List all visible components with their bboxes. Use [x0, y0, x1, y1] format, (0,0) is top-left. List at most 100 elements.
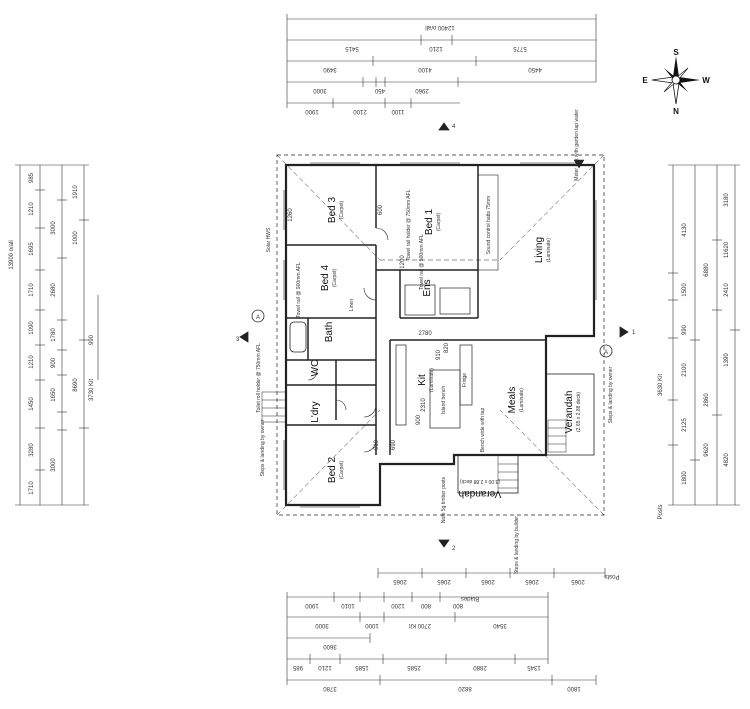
- room-bed3: Bed 3: [327, 196, 338, 223]
- dim-left-c3-1: 1000: [73, 231, 79, 245]
- room-bed4-floor: (Carpet): [332, 268, 338, 287]
- note-steps-right: Steps & landing by owner: [608, 366, 614, 423]
- note-towel-rail: Towel rail @ 500mm AFL: [419, 234, 425, 290]
- room-labels: Bed 3 (Carpet) Bed 1 (Carpet) Living (La…: [310, 196, 582, 499]
- room-verandah-side-floor: (2.65 x 2.88 deck): [576, 392, 582, 432]
- dim-right-posts: Posts: [658, 504, 664, 519]
- dim-bottom-r2-1: 1010: [341, 602, 355, 608]
- dim-1200: 1200: [400, 255, 406, 269]
- dim-right-c3-0: 4130: [682, 223, 688, 237]
- room-bed3-floor: (Carpet): [339, 200, 345, 219]
- dim-bottom-r5-4: 2880: [473, 664, 487, 670]
- compass-rose: [651, 56, 700, 105]
- dim-right-c3-4: 2125: [682, 418, 688, 432]
- dim-top-r5-2: 1100: [391, 108, 405, 114]
- top-dimensions: [286, 14, 597, 108]
- compass-w: W: [702, 76, 710, 85]
- dim-bottom-r2-4: 800: [452, 602, 463, 608]
- dim-bottom-r2-0: 1900: [305, 602, 319, 608]
- note-meter-box: Meter box with garden tap water: [574, 109, 580, 181]
- room-bed2-floor: (Carpet): [339, 460, 345, 479]
- dim-right-c3-1: 1500: [682, 283, 688, 297]
- dim-bottom-r5-5: 1345: [527, 664, 541, 670]
- room-wc: WC: [310, 360, 321, 377]
- note-fridge: Fridge: [462, 373, 468, 387]
- note-towel-rail-2: Towel rail @ 900mm AFL: [296, 262, 302, 318]
- dim-820: 820: [444, 342, 450, 353]
- dim-bottom-r1-0: 2065: [393, 578, 407, 584]
- room-ens: Ens: [422, 279, 433, 296]
- dim-left-c2-3: 900: [51, 357, 57, 368]
- dim-left-c2-1: 2680: [51, 283, 57, 297]
- note-posts: Note 5g timber posts: [441, 476, 447, 523]
- dim-right-c3b-1: 3630 Kit: [658, 374, 664, 396]
- dim-910: 910: [436, 349, 442, 360]
- dim-2310: 2310: [421, 398, 427, 412]
- dim-left-c1-0: 985: [29, 172, 35, 183]
- room-bed2: Bed 2: [327, 456, 338, 483]
- bottom-dimensions: [286, 568, 606, 685]
- dim-right-c3b-0: 11620: [724, 241, 730, 258]
- left-dimensions: [15, 164, 99, 506]
- interior-dims: 2780 910 820 2310 900 690 910 600 1260 1…: [288, 204, 450, 450]
- note-bench: Bench wide with tap: [480, 408, 486, 453]
- dim-bottom-r2-3: 800: [420, 602, 431, 608]
- dim-bottom-r4-0: 3600: [323, 643, 337, 649]
- dim-bottom-r3-2: 2700 Kit: [409, 622, 431, 628]
- dim-600: 600: [378, 204, 384, 215]
- room-kit: Kit: [417, 374, 428, 386]
- dim-top-r4-0: 3000: [313, 87, 327, 93]
- dim-bottom-posts: Posts: [604, 573, 619, 579]
- room-bed1: Bed 1: [424, 208, 435, 235]
- note-steps-bottom: Steps & landing by builder: [514, 516, 520, 574]
- room-verandah-side: Verandah: [564, 391, 575, 434]
- section-2: 2: [452, 546, 456, 552]
- dim-bottom-r6-2: 1800: [567, 685, 581, 691]
- dim-top-r2-1: 1210: [429, 45, 443, 51]
- building-outline: [261, 154, 605, 516]
- dim-left-c2-7: 3000: [51, 458, 57, 472]
- dim-right-c3-6: 1800: [682, 471, 688, 485]
- dim-bottom-r6-0: 3780: [323, 685, 337, 691]
- note-towel-rail-holder: Towel rail holder @ 750mm AFL: [406, 189, 412, 260]
- dim-right-c3-3: 2100: [682, 363, 688, 377]
- section-4: 4: [452, 124, 456, 130]
- room-bed1-floor: (Carpet): [436, 212, 442, 231]
- dim-910b: 910: [374, 439, 380, 450]
- note-solar-hws: Solar HWS: [266, 227, 272, 252]
- note-island: Island bench: [441, 386, 447, 415]
- dim-bottom-r2-2: 1200: [391, 602, 405, 608]
- dim-left-c1-1: 1210: [29, 202, 35, 216]
- dim-right-c2-2: 4820: [724, 453, 730, 467]
- dim-bottom-r1-2: 2065: [481, 578, 495, 584]
- dim-right-c1-2: 1390: [724, 353, 730, 367]
- room-meals-floor: (Laminate): [519, 388, 525, 412]
- room-kit-floor: (Laminate): [429, 368, 435, 392]
- dim-top-r2-2: 5775: [513, 45, 527, 51]
- dim-left-c1-8: 1710: [29, 481, 35, 495]
- dim-left-c1-6: 1450: [29, 397, 35, 411]
- dim-right-c2-1: 9620: [704, 443, 710, 457]
- dim-bottom-r3-1: 1000: [365, 622, 379, 628]
- note-linen: Linen: [349, 299, 355, 311]
- dim-left-c2-2: 1780: [51, 328, 57, 342]
- section-markers: [239, 122, 629, 548]
- room-living: Living: [534, 237, 545, 263]
- dim-left-c1-5: 1210: [29, 355, 35, 369]
- dim-bottom-r5-3: 2585: [407, 664, 421, 670]
- dim-bottom-r6-1: 8820: [458, 685, 472, 691]
- dim-top-r4-2: 2960: [415, 87, 429, 93]
- dim-right-c1-0: 3180: [724, 193, 730, 207]
- dim-bottom-r1-4: 2065: [571, 578, 585, 584]
- dim-top-r5-1: 2100: [353, 108, 367, 114]
- dim-left-c1-7: 3280: [29, 443, 35, 457]
- dim-top-r3-1: 4100: [418, 66, 432, 72]
- room-verandah-front: Verandah: [459, 488, 502, 499]
- room-ldry: L'dry: [310, 401, 321, 422]
- dim-left-c4-0: 8690: [73, 378, 79, 392]
- section-3: 3: [236, 337, 240, 343]
- section-a-right: A: [604, 350, 608, 356]
- dim-bottom-r3-3: 3540: [493, 622, 507, 628]
- section-1: 1: [632, 330, 636, 336]
